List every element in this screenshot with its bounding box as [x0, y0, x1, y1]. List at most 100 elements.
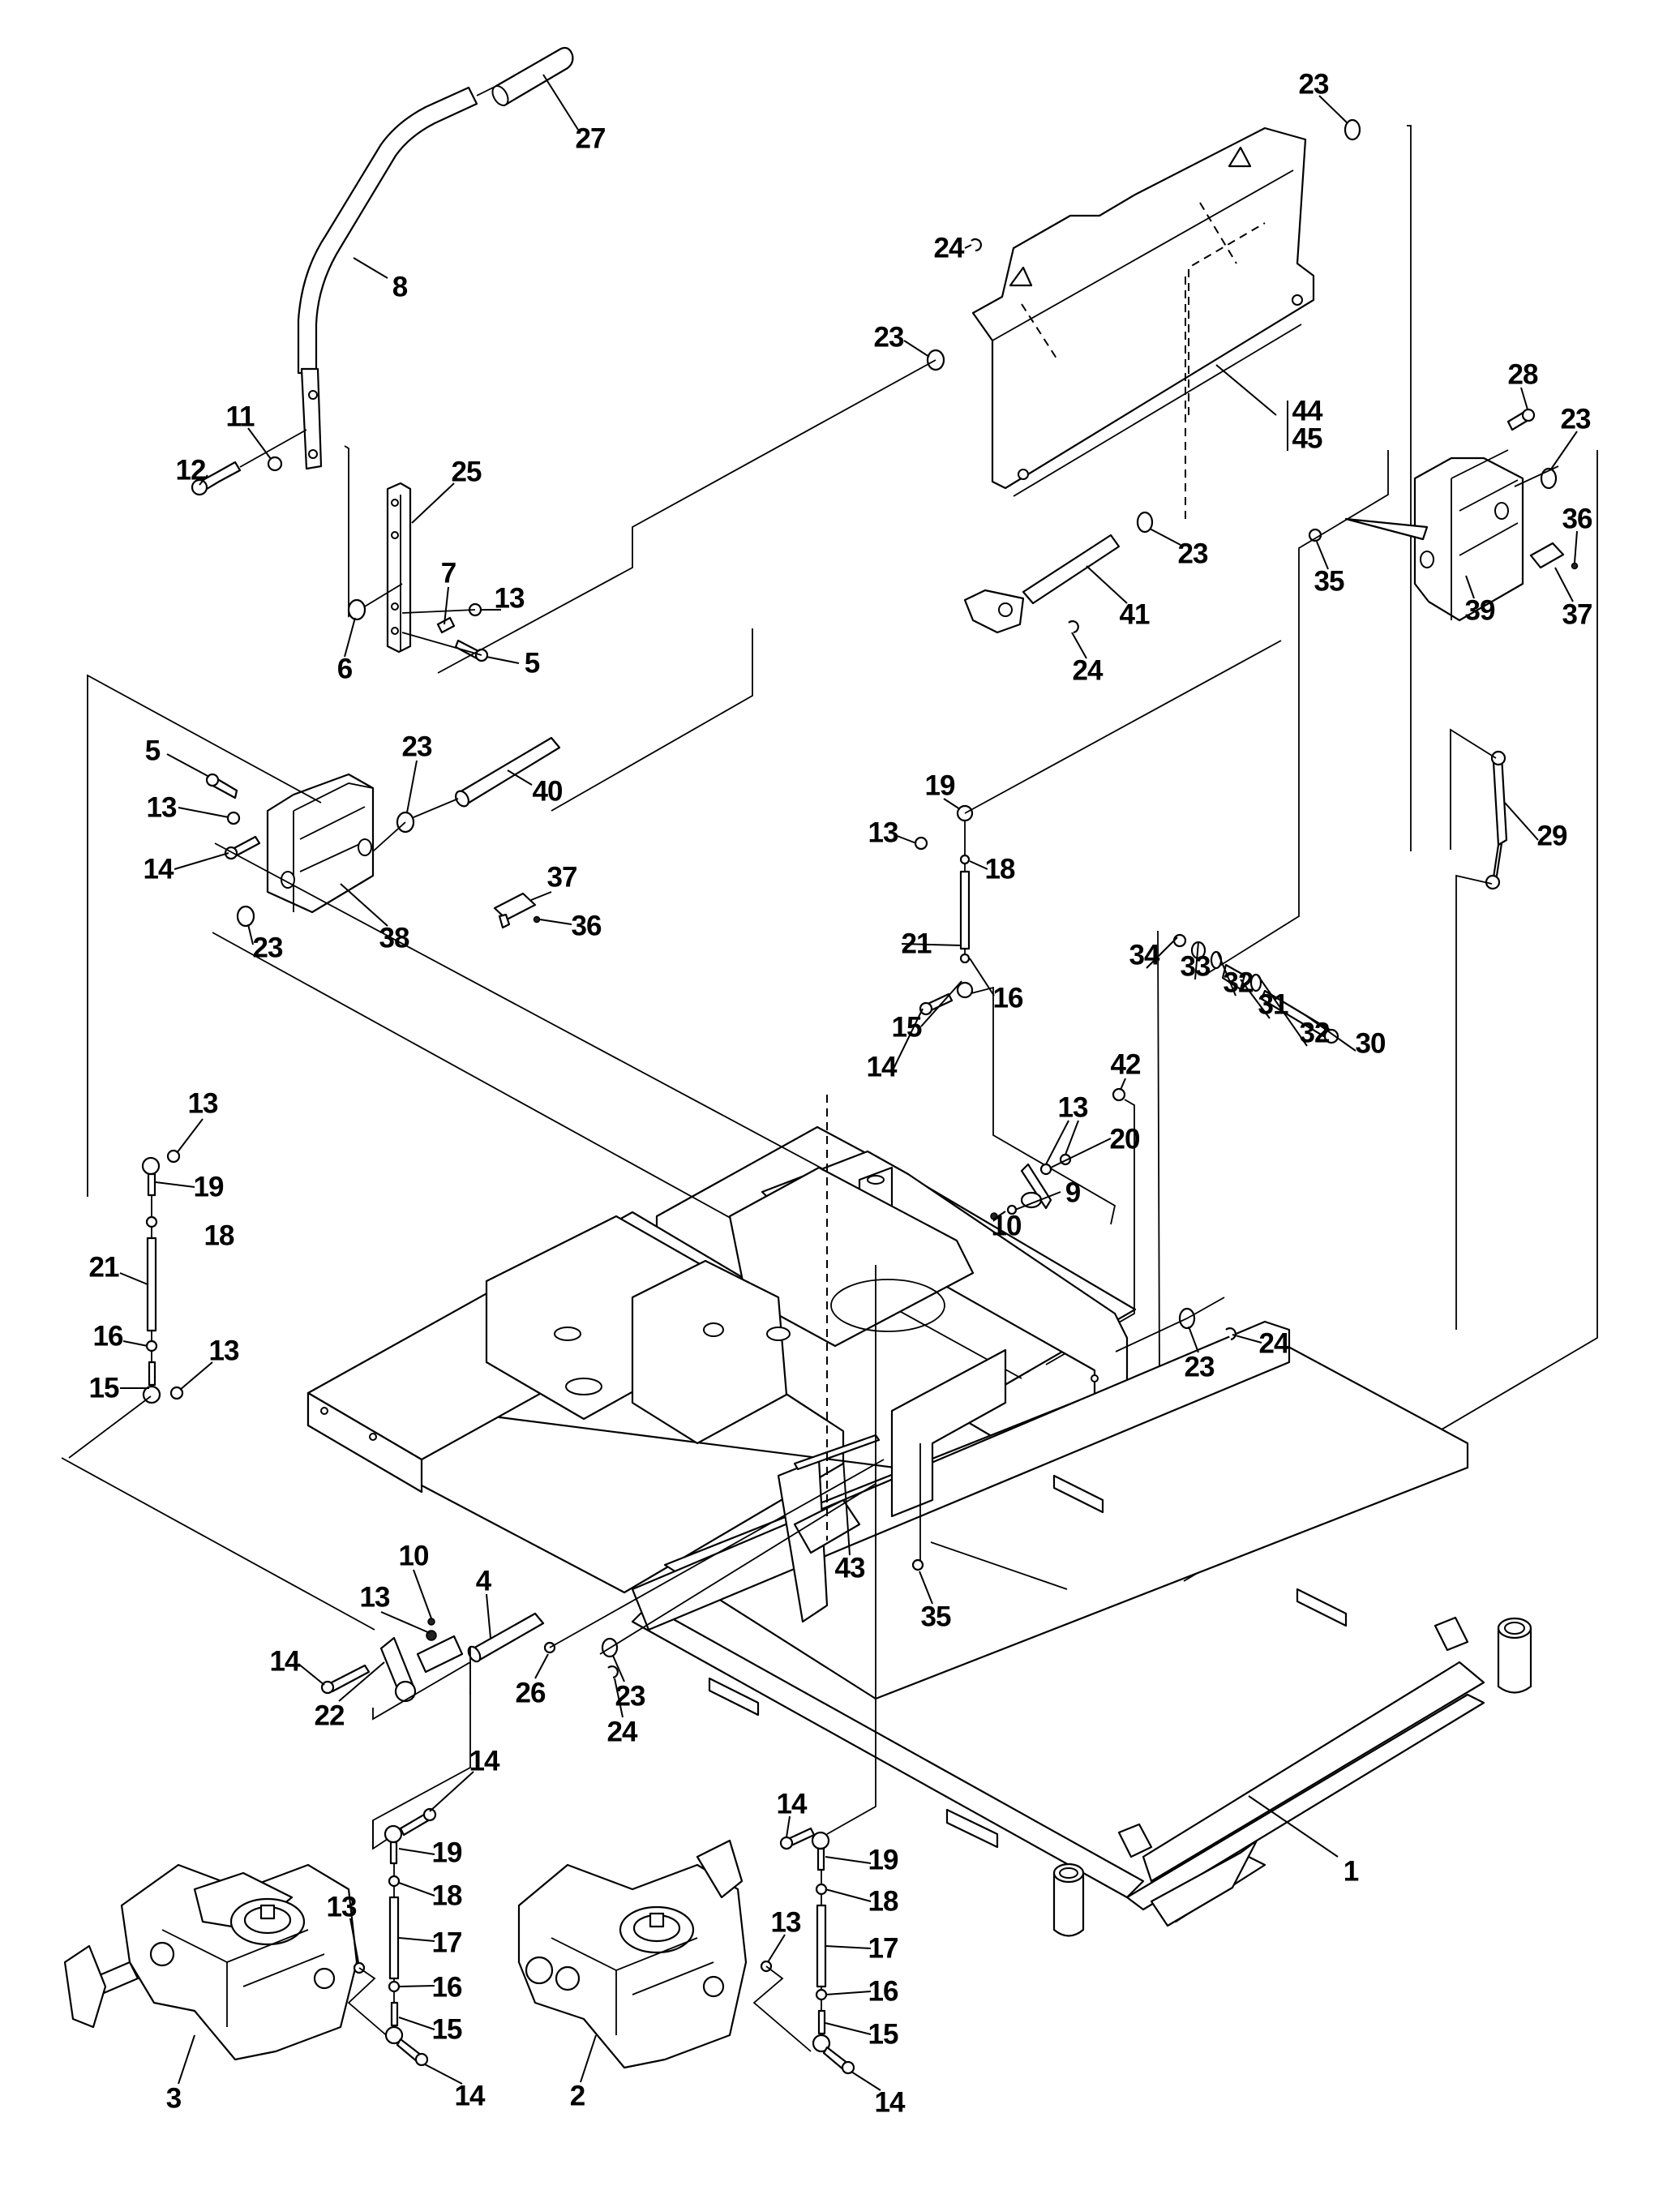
callout-30: 30 — [1355, 1027, 1386, 1060]
callout-14: 14 — [454, 2080, 486, 2112]
e-clip — [971, 238, 982, 252]
callout-22: 22 — [314, 1700, 345, 1732]
nut — [1039, 1163, 1052, 1176]
callout-26: 26 — [515, 1677, 546, 1709]
bushing — [1344, 118, 1361, 141]
nut — [427, 1618, 435, 1626]
switch — [1529, 542, 1565, 569]
leader-lines — [119, 74, 1578, 2091]
callout-13: 13 — [208, 1335, 240, 1367]
rod — [793, 1434, 881, 1471]
pivot-shaft — [416, 1612, 545, 1674]
callout-7: 7 — [440, 557, 456, 589]
callout-40: 40 — [532, 775, 564, 808]
bolt — [205, 773, 238, 799]
callout-44: 44 — [1292, 395, 1323, 427]
right-transaxle-rod — [811, 1831, 831, 2053]
callout-21: 21 — [901, 928, 932, 960]
callout-13: 13 — [359, 1581, 391, 1614]
callout-6: 6 — [336, 653, 353, 685]
callout-13: 13 — [146, 791, 178, 824]
callout-5: 5 — [144, 735, 161, 767]
switch — [493, 892, 537, 929]
shaft — [963, 534, 1121, 634]
callout-36: 36 — [1562, 503, 1593, 535]
screw — [533, 915, 541, 924]
callout-16: 16 — [992, 982, 1024, 1014]
callout-18: 18 — [431, 1880, 463, 1912]
callout-36: 36 — [571, 910, 602, 942]
callout-23: 23 — [1184, 1351, 1215, 1383]
callout-17: 17 — [868, 1932, 899, 1965]
callout-13: 13 — [868, 817, 899, 849]
callout-19: 19 — [924, 769, 956, 802]
callout-14: 14 — [776, 1788, 808, 1820]
callout-23: 23 — [252, 932, 284, 964]
bolt — [224, 835, 261, 860]
callout-41: 41 — [1119, 598, 1151, 631]
bolt — [454, 639, 489, 662]
callout-14: 14 — [866, 1051, 898, 1083]
nut — [911, 1558, 924, 1571]
callout-28: 28 — [1507, 358, 1539, 391]
callout-14: 14 — [143, 853, 174, 885]
callout-35: 35 — [920, 1601, 952, 1633]
callout-10: 10 — [398, 1540, 430, 1572]
callout-16: 16 — [868, 1975, 899, 2008]
callout-8: 8 — [392, 271, 408, 303]
callout-19: 19 — [868, 1844, 899, 1876]
bolt — [396, 2038, 429, 2067]
callout-2: 2 — [569, 2080, 585, 2112]
nut — [914, 836, 928, 851]
callout-23: 23 — [1177, 538, 1209, 570]
gas-spring — [1485, 750, 1508, 890]
arm — [379, 1636, 417, 1703]
callout-24: 24 — [1258, 1327, 1290, 1360]
bolt — [191, 461, 242, 496]
callout-21: 21 — [88, 1251, 120, 1284]
right-pivot-bracket — [1344, 449, 1524, 622]
bushing — [1136, 511, 1154, 534]
callout-23: 23 — [1298, 68, 1330, 101]
callout-45: 45 — [1292, 422, 1323, 455]
callout-16: 16 — [92, 1320, 124, 1352]
callout-16: 16 — [431, 1971, 463, 2004]
callout-24: 24 — [606, 1716, 638, 1748]
lever-mount — [386, 482, 412, 654]
e-clip — [1225, 1327, 1236, 1341]
bolt — [320, 1664, 371, 1695]
seat-panel — [971, 126, 1315, 497]
left-transaxle-rod — [384, 1824, 404, 2045]
callout-3: 3 — [165, 2082, 182, 2115]
left-rod-assembly — [141, 1156, 161, 1404]
bushing — [1540, 467, 1558, 490]
arm — [1020, 1163, 1052, 1210]
nut — [169, 1386, 184, 1400]
left-pivot-bracket — [266, 773, 375, 914]
center-rod-assembly — [956, 804, 974, 999]
callout-14: 14 — [269, 1645, 301, 1678]
washer — [267, 456, 283, 472]
grip — [491, 46, 574, 107]
control-lever — [297, 86, 478, 470]
callout-18: 18 — [204, 1219, 235, 1252]
callout-34: 34 — [1129, 939, 1160, 971]
screw — [1571, 562, 1579, 570]
callout-15: 15 — [891, 1011, 923, 1044]
nut — [166, 1149, 181, 1164]
callout-14: 14 — [874, 2086, 906, 2119]
bolt — [779, 1827, 816, 1850]
callout-13: 13 — [187, 1087, 219, 1120]
callout-14: 14 — [469, 1745, 500, 1777]
callout-12: 12 — [175, 454, 207, 486]
callout-37: 37 — [1562, 598, 1593, 631]
callout-9: 9 — [1065, 1177, 1081, 1209]
callout-5: 5 — [524, 647, 540, 679]
callout-32: 32 — [1223, 967, 1254, 999]
callout-13: 13 — [1057, 1091, 1089, 1124]
bolt — [399, 1807, 437, 1837]
spacer — [436, 616, 456, 634]
callout-15: 15 — [431, 2013, 463, 2046]
callout-43: 43 — [834, 1552, 866, 1584]
callout-37: 37 — [546, 861, 578, 894]
